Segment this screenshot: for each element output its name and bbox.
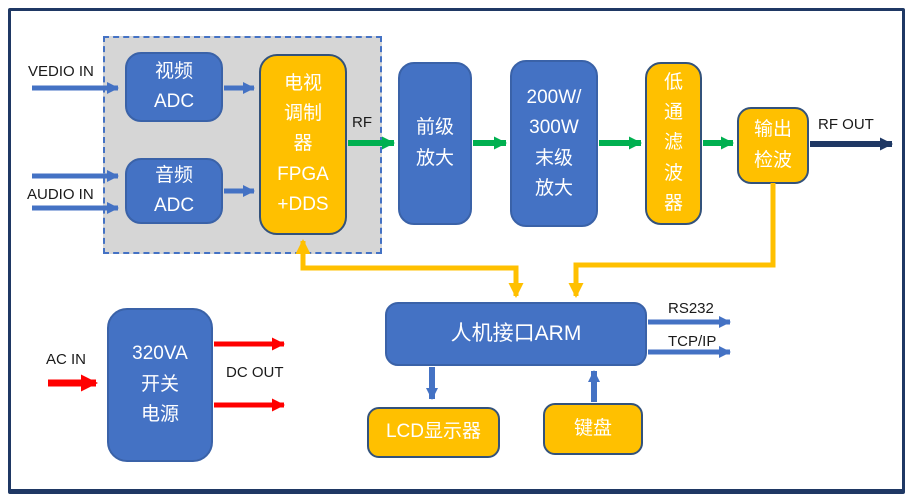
vedio-in-label: VEDIO IN <box>28 63 94 80</box>
block-audio-adc-label: 音频 ADC <box>153 164 195 216</box>
block-power-supply-label: 320VA 开关 电源 <box>132 343 188 426</box>
block-power-supply: 320VA 开关 电源 <box>107 308 213 462</box>
block-video-adc: 视频 ADC <box>125 52 223 122</box>
block-output-detector-label: 输出 检波 <box>753 119 792 171</box>
rf-label: RF <box>352 114 372 131</box>
block-lcd-display-label: LCD显示器 <box>385 421 481 443</box>
block-pre-amplifier-label: 前级 放大 <box>415 117 454 169</box>
block-audio-adc: 音频 ADC <box>125 158 223 224</box>
audio-in-label: AUDIO IN <box>27 186 94 203</box>
rs232-label: RS232 <box>668 300 714 317</box>
block-lcd-display: LCD显示器 <box>367 407 500 458</box>
dc-out-label: DC OUT <box>226 364 284 381</box>
block-keyboard-label: 键盘 <box>573 417 612 439</box>
block-tv-modulator: 电视 调制 器 FPGA +DDS <box>259 54 347 235</box>
block-keyboard: 键盘 <box>543 403 643 455</box>
ac-in-label: AC IN <box>46 351 87 368</box>
block-low-pass-filter: 低 通 滤 波 器 <box>645 62 702 225</box>
block-video-adc-label: 视频 ADC <box>153 60 195 112</box>
block-tv-modulator-label: 电视 调制 器 FPGA +DDS <box>277 72 329 216</box>
block-pre-amplifier: 前级 放大 <box>398 62 472 225</box>
block-arm-interface: 人机接口ARM <box>385 302 647 366</box>
block-output-detector: 输出 检波 <box>737 107 809 184</box>
tcpip-label: TCP/IP <box>668 333 717 350</box>
block-final-amplifier-label: 200W/ 300W 末级 放大 <box>526 86 582 199</box>
rf-out-label: RF OUT <box>818 116 874 133</box>
block-final-amplifier: 200W/ 300W 末级 放大 <box>510 60 598 227</box>
block-low-pass-filter-label: 低 通 滤 波 器 <box>663 71 683 215</box>
block-arm-interface-label: 人机接口ARM <box>450 322 582 346</box>
